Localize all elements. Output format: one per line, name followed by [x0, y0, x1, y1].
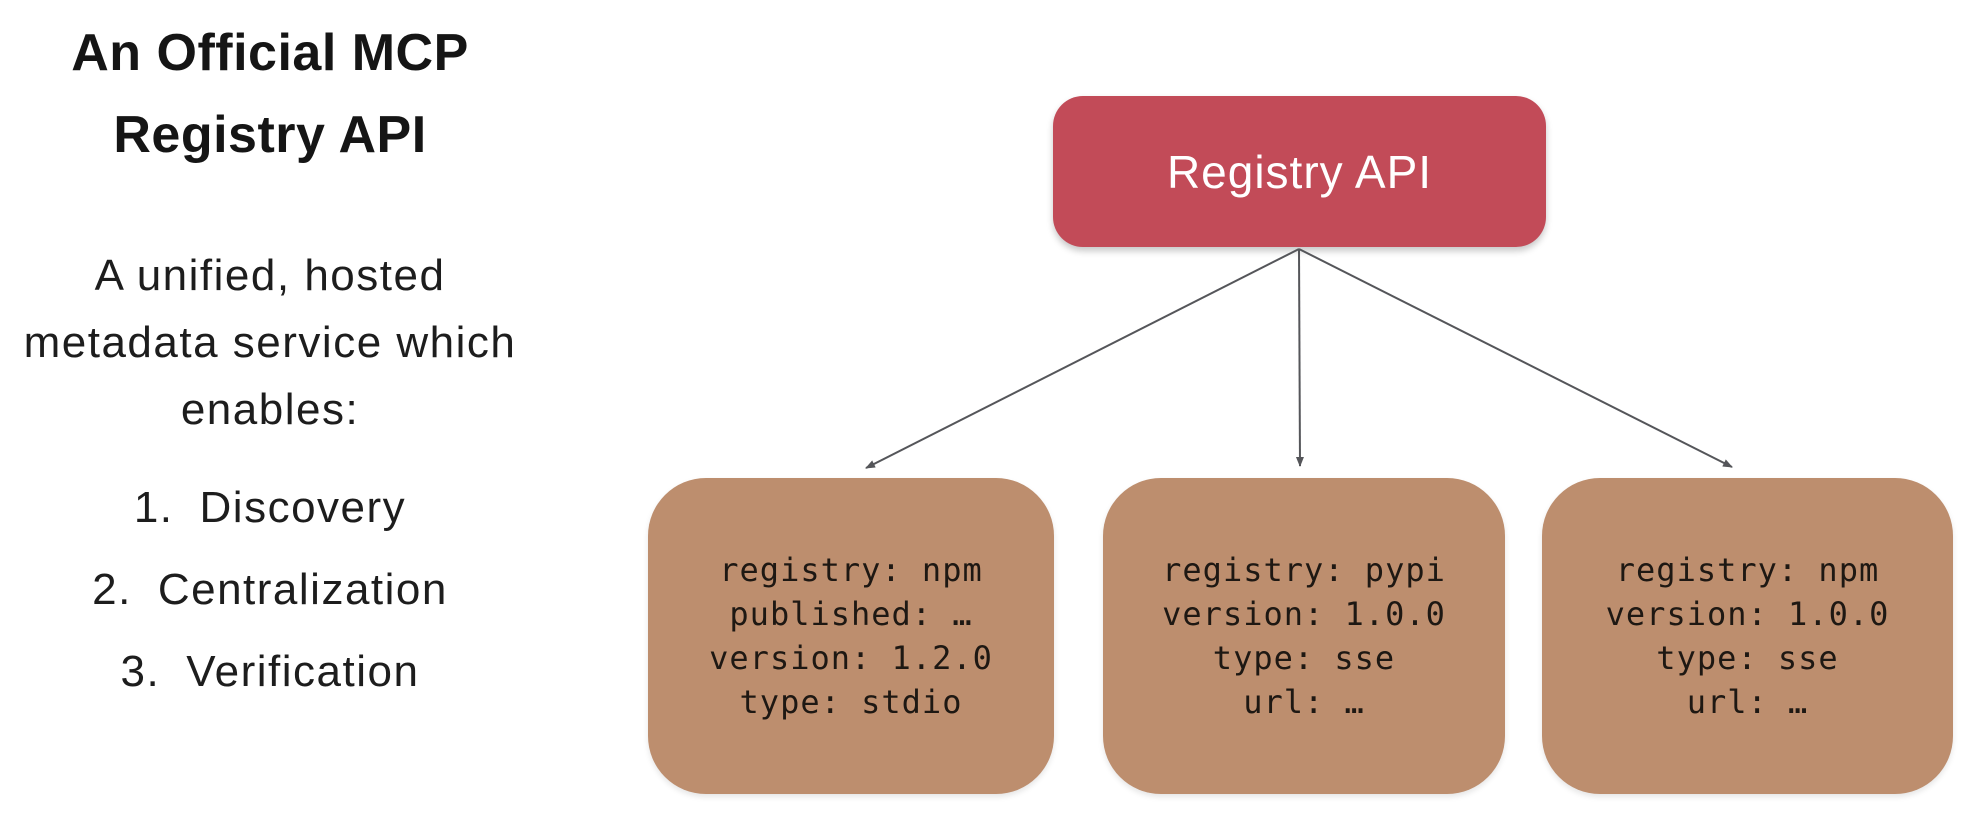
- registry-api-node: Registry API: [1053, 96, 1546, 247]
- registry-api-label: Registry API: [1166, 145, 1433, 198]
- page-title-line-2: Registry API: [113, 106, 427, 164]
- list-label: Centralization: [157, 565, 448, 614]
- list-number: 3.: [120, 647, 161, 696]
- card-line: type: sse: [1212, 639, 1396, 677]
- arrow-to-server-2: [1295, 248, 1304, 467]
- list-item-centralization: 2. Centralization: [0, 549, 570, 631]
- card-line: version: 1.2.0: [709, 639, 993, 677]
- subtitle-line-1: A unified, hosted: [94, 251, 446, 300]
- list-item-verification: 3. Verification: [0, 631, 570, 713]
- subtitle-line-3: enables:: [180, 385, 360, 434]
- left-text-column: An Official MCP Registry API A unified, …: [0, 12, 570, 713]
- page-title-line-1: An Official MCP: [71, 24, 469, 82]
- server-card-npm-sse: registry: npm version: 1.0.0 type: sse u…: [1542, 478, 1953, 794]
- list-item-discovery: 1. Discovery: [0, 467, 570, 549]
- subtitle: A unified, hosted metadata service which…: [0, 242, 570, 443]
- card-line: registry: pypi: [1162, 551, 1446, 589]
- page-title: An Official MCP Registry API: [0, 12, 570, 176]
- benefits-list: 1. Discovery 2. Centralization 3. Verifi…: [0, 467, 570, 713]
- server-card-lines: registry: npm version: 1.0.0 type: sse u…: [1606, 548, 1890, 724]
- card-line: type: stdio: [739, 683, 963, 721]
- card-line: published: …: [729, 595, 973, 633]
- server-card-pypi-sse: registry: pypi version: 1.0.0 type: sse …: [1103, 478, 1505, 794]
- card-line: url: …: [1243, 683, 1365, 721]
- list-number: 2.: [92, 565, 132, 614]
- subtitle-line-2: metadata service which: [23, 318, 517, 367]
- card-line: url: …: [1686, 683, 1809, 721]
- arrow-to-server-3: [1298, 248, 1733, 468]
- arrow-to-server-1: [865, 248, 1300, 469]
- card-line: registry: npm: [1615, 551, 1880, 589]
- card-line: version: 1.0.0: [1162, 595, 1446, 633]
- card-line: version: 1.0.0: [1605, 595, 1890, 633]
- list-number: 1.: [133, 483, 174, 532]
- list-label: Discovery: [199, 483, 407, 532]
- server-card-npm-stdio: registry: npm published: … version: 1.2.…: [648, 478, 1054, 794]
- server-card-lines: registry: pypi version: 1.0.0 type: sse …: [1162, 548, 1446, 724]
- card-line: type: sse: [1656, 639, 1839, 677]
- list-label: Verification: [186, 647, 420, 696]
- card-line: registry: npm: [719, 551, 983, 589]
- server-card-lines: registry: npm published: … version: 1.2.…: [709, 548, 993, 724]
